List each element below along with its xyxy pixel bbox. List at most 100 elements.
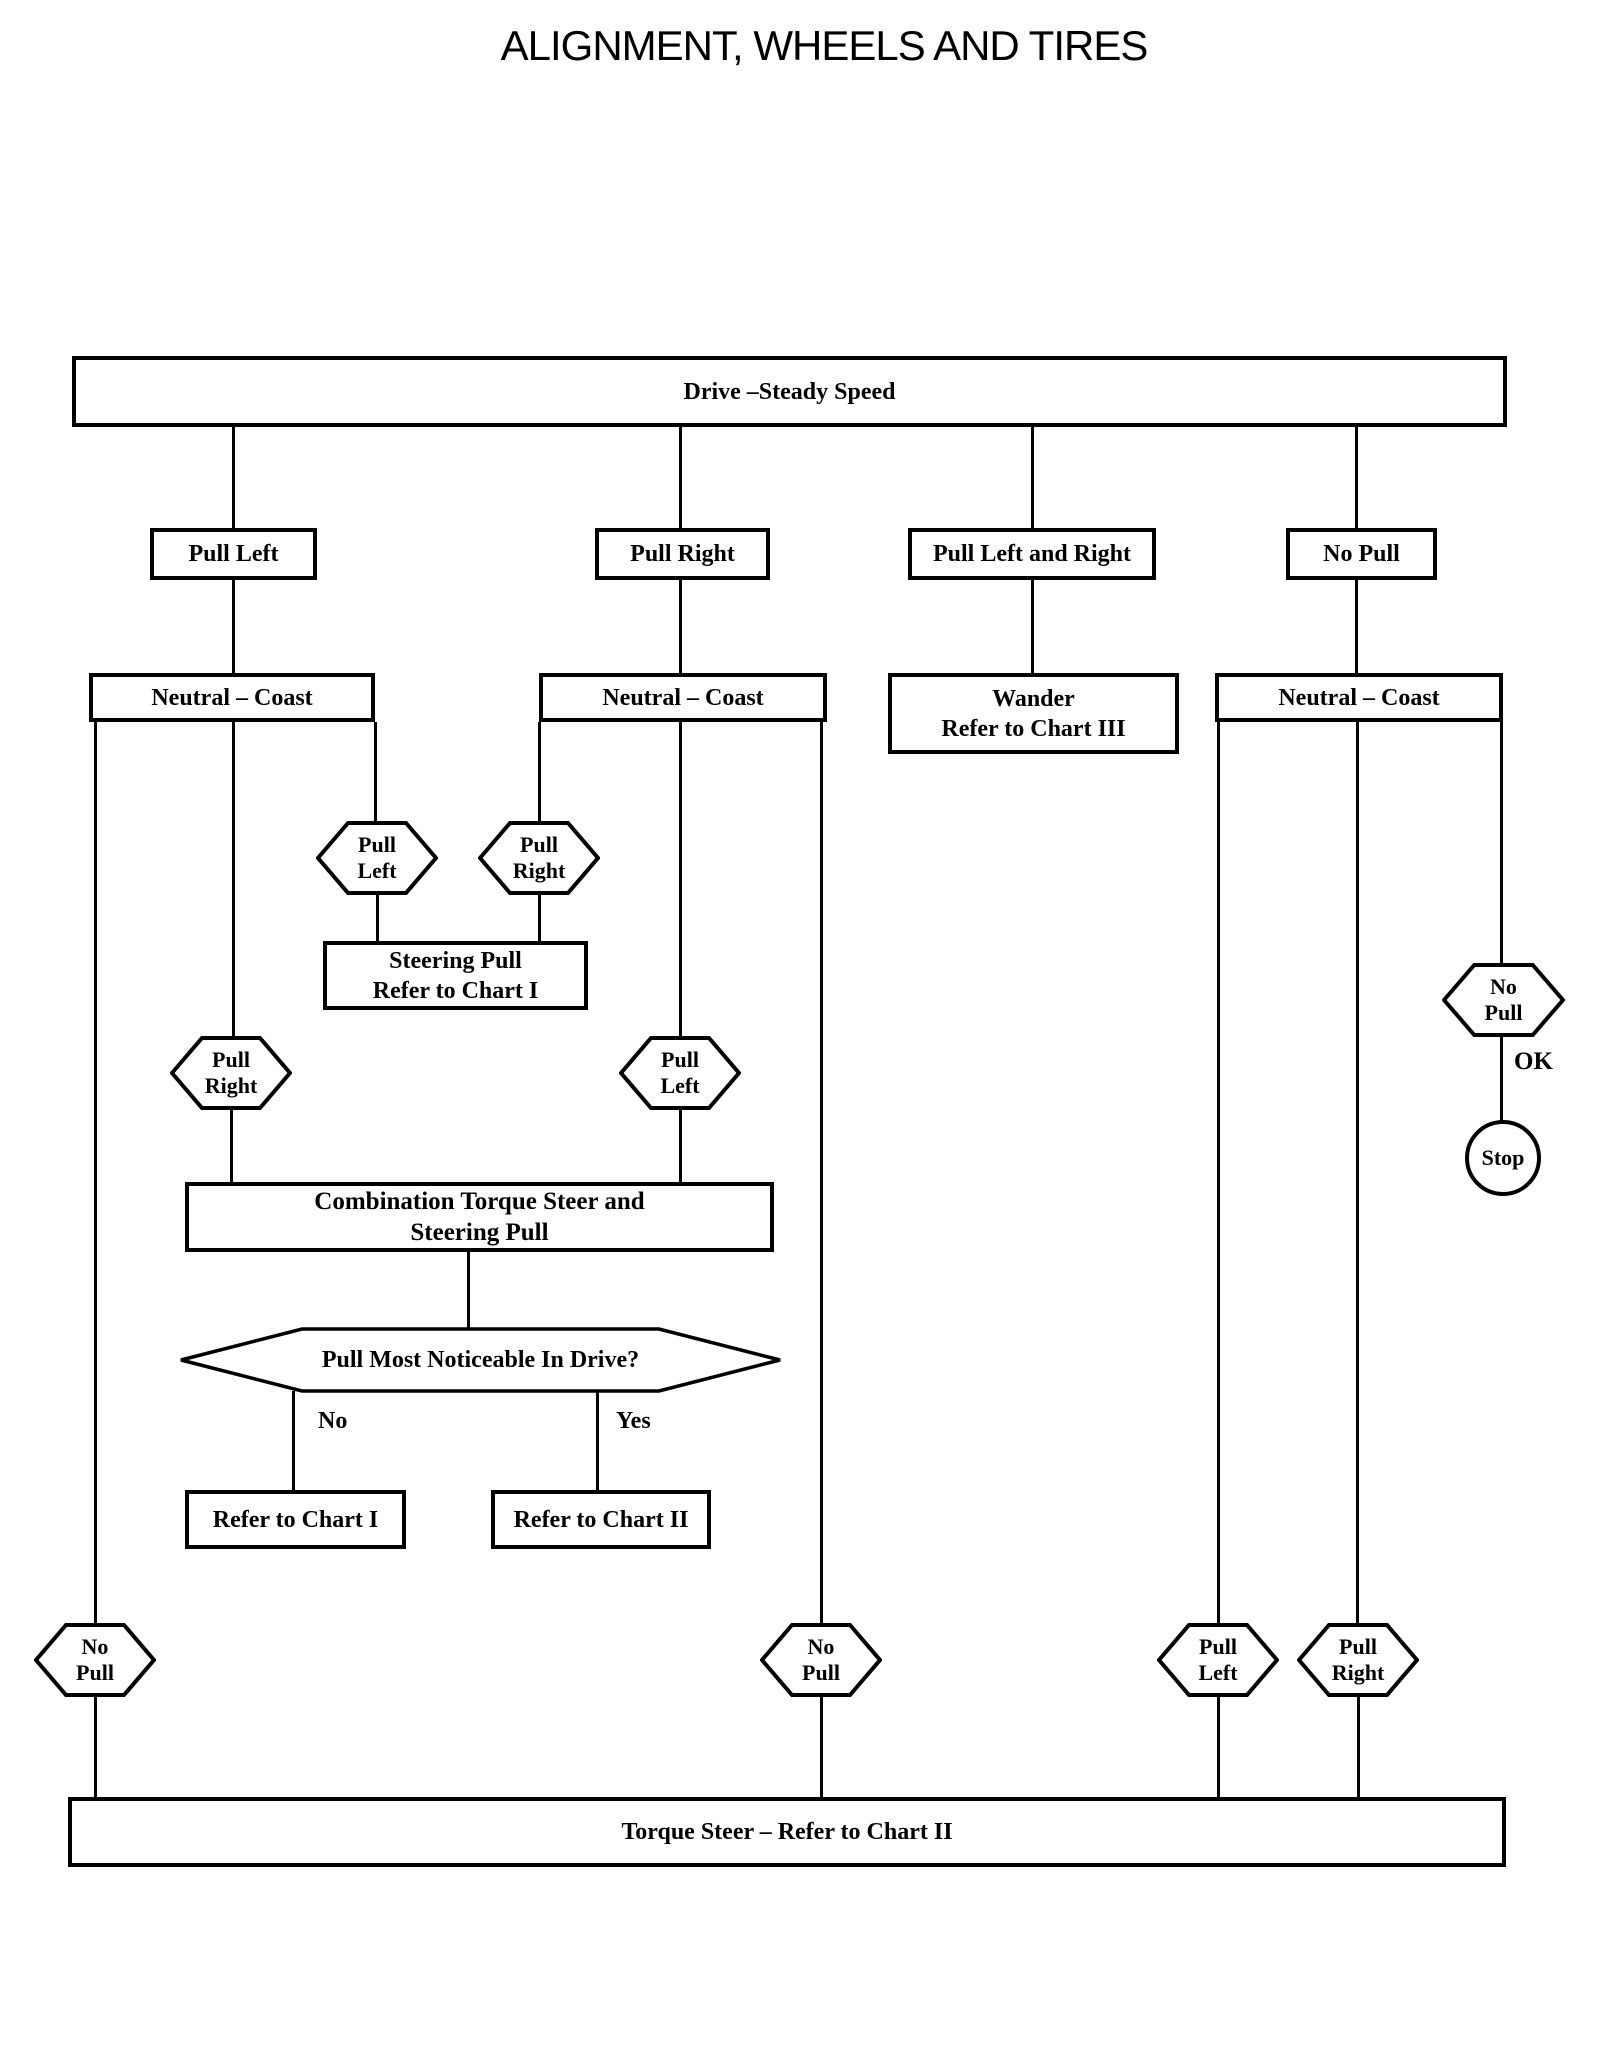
line1: Pull — [1339, 1634, 1377, 1659]
pull-left-hexagon-b: Pull Left — [619, 1036, 741, 1110]
pull-left-and-right-label: Pull Left and Right — [932, 541, 1132, 567]
hexagon-shape — [1297, 1623, 1419, 1697]
steering-pull-line2: Refer to Chart I — [372, 977, 539, 1004]
connector — [232, 427, 235, 528]
line2: Pull — [1484, 1000, 1523, 1025]
hexagon-shape — [478, 821, 600, 895]
decision-label: Pull Most Noticeable In Drive? — [179, 1327, 782, 1393]
connector — [94, 1695, 97, 1799]
steering-pull-line1: Steering Pull — [389, 947, 522, 974]
wander-line2: Refer to Chart III — [941, 715, 1126, 742]
connector — [292, 1391, 295, 1492]
neutral-coast-label-1: Neutral – Coast — [151, 684, 313, 711]
neutral-coast-box-2: Neutral – Coast — [539, 673, 827, 722]
connector — [1500, 722, 1503, 967]
refer-chart-1-box: Refer to Chart I — [185, 1490, 406, 1549]
pull-right-hexagon-bottom-label: Pull Right — [1297, 1623, 1419, 1697]
line2: Pull — [802, 1660, 840, 1685]
line1: Pull — [661, 1047, 699, 1072]
no-pull-hexagon-bottom-2-label: No Pull — [760, 1623, 882, 1697]
pull-left-hexagon-a-label: Pull Left — [316, 821, 438, 895]
hexagon-shape — [1157, 1623, 1279, 1697]
steering-pull-label: Steering Pull Refer to Chart I — [373, 946, 539, 1006]
combination-box: Combination Torque Steer and Steering Pu… — [185, 1182, 774, 1252]
neutral-coast-box-1: Neutral – Coast — [89, 673, 375, 722]
no-pull-hexagon-right: No Pull — [1442, 963, 1565, 1037]
pull-left-label: Pull Left — [188, 541, 279, 567]
no-pull-hexagon-bottom-1-label: No Pull — [34, 1623, 156, 1697]
pull-right-hexagon-b-label: Pull Right — [170, 1036, 292, 1110]
no-pull-hexagon-bottom-1: No Pull — [34, 1623, 156, 1697]
pull-left-and-right-box: Pull Left and Right — [908, 528, 1156, 580]
line2: Left — [660, 1073, 700, 1098]
connector — [679, 580, 682, 673]
no-pull-label: No Pull — [1323, 541, 1400, 567]
connector — [820, 722, 823, 1625]
drive-steady-speed-label: Drive –Steady Speed — [683, 378, 896, 405]
line1: No — [1490, 974, 1517, 999]
connector — [1355, 580, 1358, 673]
hexagon-shape — [1442, 963, 1565, 1037]
pull-left-hexagon-b-label: Pull Left — [619, 1036, 741, 1110]
connector — [94, 722, 97, 1625]
pull-right-label: Pull Right — [630, 541, 735, 567]
wander-box: Wander Refer to Chart III — [888, 673, 1179, 754]
ok-label: OK — [1514, 1048, 1553, 1075]
hexagon-shape — [34, 1623, 156, 1697]
drive-steady-speed-box: Drive –Steady Speed — [72, 356, 1507, 427]
connector — [538, 891, 541, 943]
connector — [376, 891, 379, 943]
connector — [1217, 1695, 1220, 1799]
neutral-coast-label-2: Neutral – Coast — [602, 684, 764, 711]
connector — [1031, 580, 1034, 673]
stop-label: Stop — [1481, 1145, 1525, 1170]
hexagon-shape — [760, 1623, 882, 1697]
pull-right-hexagon-bottom: Pull Right — [1297, 1623, 1419, 1697]
wander-label: Wander Refer to Chart III — [941, 684, 1125, 744]
line2: Left — [1198, 1660, 1238, 1685]
pull-left-hexagon-bottom-label: Pull Left — [1157, 1623, 1279, 1697]
connector — [679, 427, 682, 528]
pull-right-box: Pull Right — [595, 528, 770, 580]
connector — [679, 1106, 682, 1184]
pull-left-hexagon-a: Pull Left — [316, 821, 438, 895]
neutral-coast-box-3: Neutral – Coast — [1215, 673, 1503, 722]
refer-chart-2-label: Refer to Chart II — [513, 1506, 689, 1533]
line1: Pull — [212, 1047, 250, 1072]
line1: Pull — [358, 832, 396, 857]
connector — [1356, 722, 1359, 1625]
line1: No — [81, 1634, 109, 1659]
pull-right-hexagon-a-label: Pull Right — [478, 821, 600, 895]
connector — [1357, 1695, 1360, 1799]
hexagon-shape — [170, 1036, 292, 1110]
no-pull-box: No Pull — [1286, 528, 1437, 580]
hexagon-shape — [619, 1036, 741, 1110]
hexagon-shape — [179, 1327, 782, 1393]
hexagon-shape — [316, 821, 438, 895]
yes-edge-label: Yes — [616, 1408, 651, 1434]
connector — [596, 1391, 599, 1492]
combination-label: Combination Torque Steer and Steering Pu… — [314, 1186, 644, 1248]
connector — [1355, 427, 1358, 528]
pull-right-hexagon-b: Pull Right — [170, 1036, 292, 1110]
connector — [374, 722, 377, 826]
connector — [1217, 722, 1220, 1625]
no-pull-hexagon-bottom-2: No Pull — [760, 1623, 882, 1697]
pull-left-hexagon-bottom: Pull Left — [1157, 1623, 1279, 1697]
connector — [820, 1695, 823, 1799]
line2: Pull — [76, 1660, 114, 1685]
decision-text: Pull Most Noticeable In Drive? — [321, 1347, 640, 1373]
line1: Pull — [1199, 1634, 1237, 1659]
connector — [1500, 1033, 1503, 1123]
connector — [538, 722, 541, 826]
neutral-coast-label-3: Neutral – Coast — [1278, 684, 1440, 711]
connector — [230, 1106, 233, 1184]
pull-right-hexagon-a: Pull Right — [478, 821, 600, 895]
combination-line2: Steering Pull — [410, 1219, 549, 1246]
refer-chart-1-label: Refer to Chart I — [212, 1506, 379, 1533]
decision-hexagon: Pull Most Noticeable In Drive? — [179, 1327, 782, 1393]
line2: Left — [357, 858, 397, 883]
line2: Right — [1331, 1660, 1385, 1685]
wander-line1: Wander — [992, 685, 1075, 712]
